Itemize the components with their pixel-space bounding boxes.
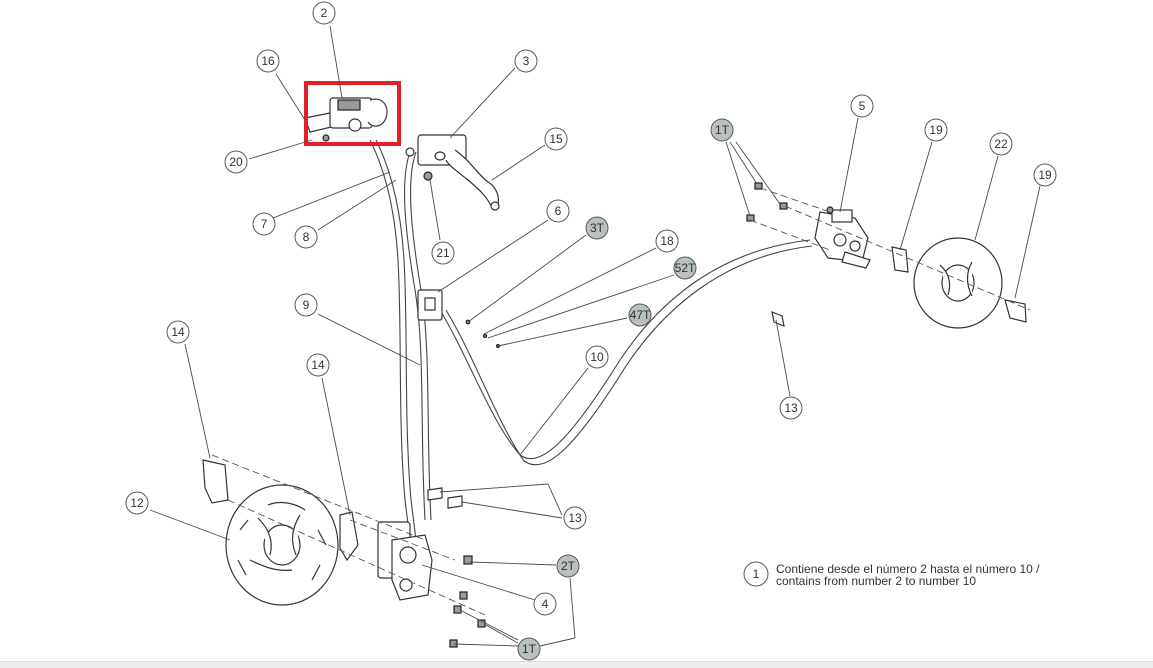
svg-text:16: 16 [261,54,275,68]
bottom-strip [0,661,1153,668]
legend-line-2: contains from number 2 to number 10 [776,574,976,588]
svg-text:1T: 1T [522,642,537,656]
callout-52T: 52T [673,256,697,280]
svg-text:14: 14 [311,358,325,372]
svg-text:7: 7 [261,217,268,231]
svg-text:52T: 52T [675,261,696,275]
rear-pads-and-brackets [771,246,1027,327]
svg-text:1: 1 [753,567,760,581]
callout-9: 9 [294,293,318,317]
callout-12: 12 [125,491,149,515]
svg-text:2: 2 [321,6,328,20]
svg-text:2T: 2T [561,559,576,573]
callout-4: 4 [533,592,557,616]
callout-1T-front: 1T [517,637,541,661]
svg-text:8: 8 [303,230,310,244]
front-brake-disc [225,484,339,606]
svg-text:9: 9 [303,298,310,312]
svg-text:10: 10 [590,350,604,364]
callout-16: 16 [256,49,280,73]
svg-text:22: 22 [994,137,1008,151]
hose-junction [417,289,501,349]
callout-18: 18 [655,229,679,253]
callout-19-left: 19 [924,118,948,142]
svg-text:14: 14 [171,325,185,339]
highlight-box [304,81,401,146]
svg-text:3: 3 [523,54,530,68]
leader-lines [149,25,1041,647]
master-cylinder-left [304,97,388,142]
rear-caliper [814,206,871,269]
callout-5: 5 [850,94,874,118]
master-cylinder-right [405,134,500,211]
callout-3: 3 [514,49,538,73]
svg-text:13: 13 [568,511,582,525]
callout-13-front: 13 [563,506,587,530]
legend-line-1: Contiene desde el número 2 hasta el núme… [776,562,1040,576]
svg-text:4: 4 [542,597,549,611]
svg-text:3T: 3T [590,221,605,235]
svg-text:21: 21 [436,246,450,260]
front-bolts [427,487,486,648]
front-caliper [377,521,433,601]
callout-6: 6 [546,199,570,223]
svg-text:15: 15 [549,132,563,146]
svg-text:6: 6 [555,204,562,218]
svg-text:47T: 47T [630,308,651,322]
callout-19-right: 19 [1033,163,1057,187]
brake-hoses [369,139,813,541]
callout-1T-rear: 1T [710,118,734,142]
callout-14-right: 14 [306,353,330,377]
callout-7: 7 [252,212,276,236]
svg-text:19: 19 [1038,168,1052,182]
callout-13-rear: 13 [779,396,803,420]
callout-balloons: 2 16 3 15 20 7 8 21 6 3T 18 52T 47T 9 10… [125,1,1057,661]
svg-text:20: 20 [229,155,243,169]
callout-20: 20 [224,150,248,174]
callout-47T: 47T [628,303,652,327]
front-brake-pads [202,459,359,562]
rear-brake-disc [913,237,1003,329]
svg-text:19: 19 [929,123,943,137]
callout-21: 21 [431,241,455,265]
svg-text:13: 13 [784,401,798,415]
callout-3T: 3T [585,216,609,240]
callout-22: 22 [989,132,1013,156]
legend-note: 1 Contiene desde el número 2 hasta el nú… [743,561,1040,588]
legend-balloon: 1 [743,561,769,587]
callout-2T: 2T [556,554,580,578]
svg-text:12: 12 [130,496,144,510]
callout-2: 2 [312,1,336,25]
callout-10: 10 [585,345,609,369]
callout-8: 8 [294,225,318,249]
callout-14-left: 14 [166,320,190,344]
front-axis-lines [211,454,486,616]
svg-text:5: 5 [859,99,866,113]
svg-text:18: 18 [660,234,674,248]
callout-15: 15 [544,127,568,151]
rear-bolts [746,182,788,222]
svg-text:1T: 1T [715,123,730,137]
